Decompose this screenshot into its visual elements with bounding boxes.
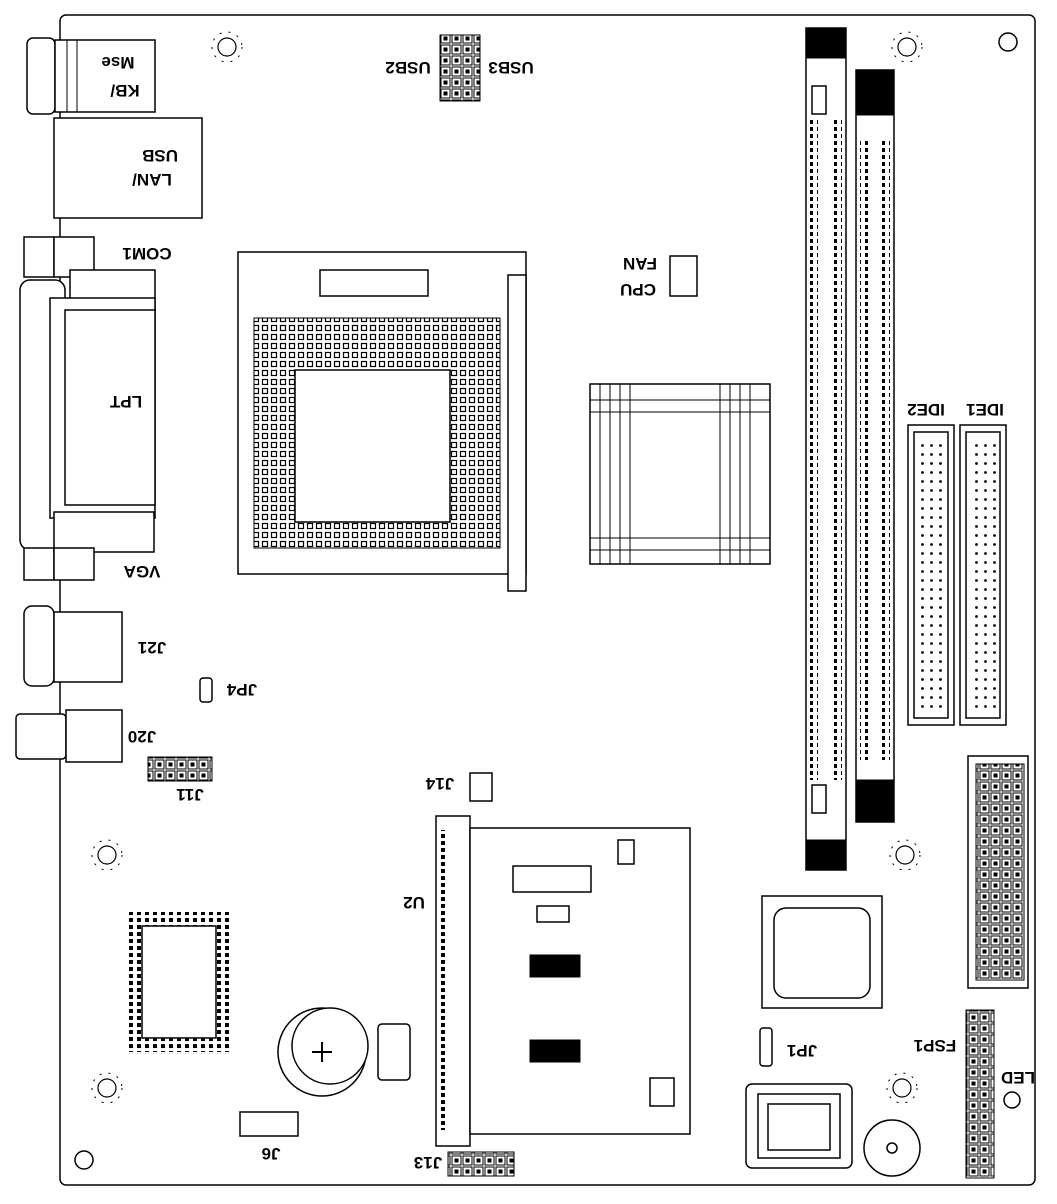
super-io-chip [127, 912, 231, 1052]
mounting-holes [74, 31, 1018, 1170]
j21-connector [23, 605, 123, 687]
label-usb2: USB2 [385, 58, 430, 77]
u2-slot [435, 815, 691, 1147]
ide2-connector [907, 424, 955, 726]
label-ide2: IDE2 [907, 400, 945, 419]
label-mse: Mse [101, 53, 134, 72]
label-ide1: IDE1 [966, 400, 1004, 419]
jp1-jumper [759, 1027, 773, 1067]
label-j11: J11 [176, 785, 203, 804]
label-u2: U2 [403, 893, 425, 912]
mounting-hole [74, 1150, 94, 1170]
label-j21: J21 [138, 638, 166, 657]
dimm-slot-2 [855, 69, 895, 823]
label-j13: J13 [414, 1153, 442, 1172]
cpu-socket [237, 251, 527, 592]
j13-header [447, 1151, 515, 1177]
j20-connector [15, 709, 123, 763]
label-jp1: JP1 [787, 1041, 817, 1060]
ide1-connector [959, 424, 1007, 726]
label-j14: J14 [425, 774, 454, 793]
label-usb: USB [142, 146, 178, 165]
vga-connector [23, 511, 155, 581]
label-vga: VGA [124, 562, 161, 581]
lpt-connector [19, 279, 156, 551]
chipset-heatsink [589, 383, 771, 565]
label-led: LED [1001, 1068, 1035, 1087]
buzzer [863, 1119, 921, 1177]
kb-mouse-connector [26, 37, 156, 115]
mounting-hole [998, 32, 1018, 52]
j11-header [147, 756, 213, 782]
label-cpu: CPU [620, 280, 656, 299]
j14-connector [469, 772, 493, 802]
dimm-slot-1 [805, 27, 847, 871]
atx-power-connector [967, 755, 1029, 989]
labels: KB/ Mse LAN/ USB COM1 LPT VGA J21 JP4 J2… [101, 53, 1035, 1172]
j6-connector [239, 1111, 299, 1137]
screw-standoff [91, 839, 123, 871]
label-fsp1: FSP1 [914, 1036, 957, 1055]
label-kb: KB/ [110, 81, 140, 100]
lan-usb-connector [53, 117, 203, 219]
cmos-battery [277, 1007, 411, 1097]
label-com1: COM1 [122, 244, 171, 263]
screw-standoff [886, 1072, 918, 1104]
label-fan: FAN [623, 254, 657, 273]
screw-standoff [91, 1072, 123, 1104]
led [1003, 1091, 1021, 1109]
screw-standoff [891, 31, 923, 63]
label-lan: LAN/ [132, 170, 172, 189]
screw-standoff [889, 839, 921, 871]
label-j20: J20 [128, 727, 156, 746]
fsp1-header [965, 1009, 995, 1179]
label-jp4: JP4 [226, 680, 257, 699]
northbridge-chip [761, 895, 883, 1009]
label-usb3: USB3 [488, 58, 533, 77]
usb2-usb3-header [439, 34, 481, 102]
label-lpt: LPT [109, 392, 142, 411]
screw-standoff [211, 31, 243, 63]
jp4-jumper [199, 677, 213, 703]
cpu-fan-header [669, 255, 698, 297]
label-j6: J6 [262, 1144, 281, 1163]
plcc-bios-chip [745, 1083, 853, 1169]
